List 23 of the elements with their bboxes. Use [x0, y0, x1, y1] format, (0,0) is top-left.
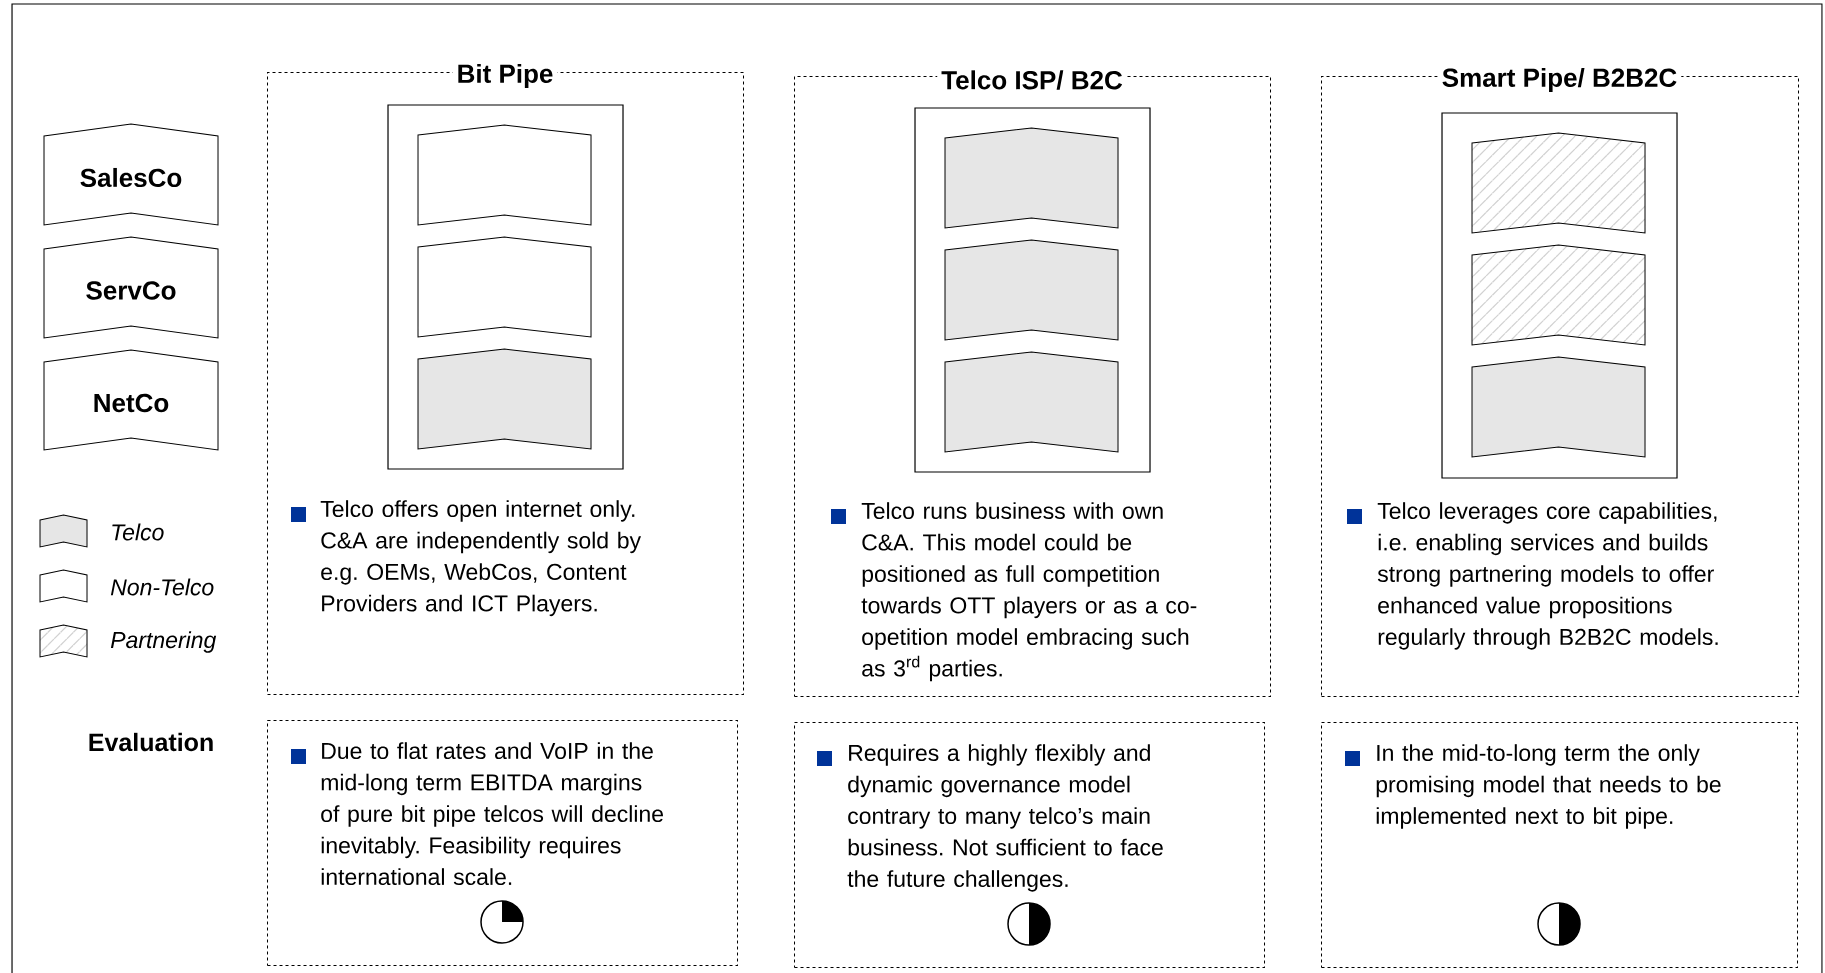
chevron-box: [417, 236, 592, 338]
bullet-text: Due to flat rates and VoIP in the mid-long term EBITDA margins of pure bit pipe telcos will decline inevitably. Feasibility requires international scale.: [321, 742, 663, 886]
chevron-box: [417, 124, 592, 226]
legend-label: Non-Telco: [110, 578, 214, 596]
legend-label: Telco: [112, 523, 164, 541]
legend-label: Partnering: [110, 631, 217, 653]
chevron-box: [417, 348, 592, 450]
bullet-text: Requires a highly flexibly and dynamic governance model contrary to many telco’s main business. Not sufficient to face the future challenges.: [847, 744, 1163, 892]
bullet-text: Telco runs business with own C&A. This model could be positioned as full competition towards OTT players or as a co-opetition model embracing such as 3$^{rd}$ parties.: [861, 502, 1197, 682]
panel-heading: Smart Pipe/ B2B2C: [1437, 64, 1682, 96]
panel-heading: Bit Pipe: [452, 60, 558, 92]
chevron-box: [1471, 244, 1646, 346]
bullet-text: Telco offers open internet only. C&A are independently sold by e.g. OEMs, WebCos, Content Providers and ICT Players.: [320, 500, 641, 617]
row-label: Evaluation: [89, 732, 213, 752]
chevron-box: ServCo: [43, 236, 219, 339]
bullet-text: Telco leverages core capabilities, i.e. enabling services and builds strong partnering models to offer enhanced value propositions regularly through B2B2C models.: [1377, 502, 1718, 650]
chevron-box: [944, 239, 1119, 341]
chevron-box: [944, 127, 1119, 229]
chevron-box: NetCo: [43, 349, 219, 451]
chevron-box: SalesCo: [43, 123, 219, 226]
panel-heading: Telco ISP/ B2C: [937, 67, 1127, 93]
chevron-box: [1471, 132, 1646, 234]
bullet-text: In the mid-to-long term the only promising model that needs to be implemented next to bit pipe.: [1376, 744, 1721, 829]
